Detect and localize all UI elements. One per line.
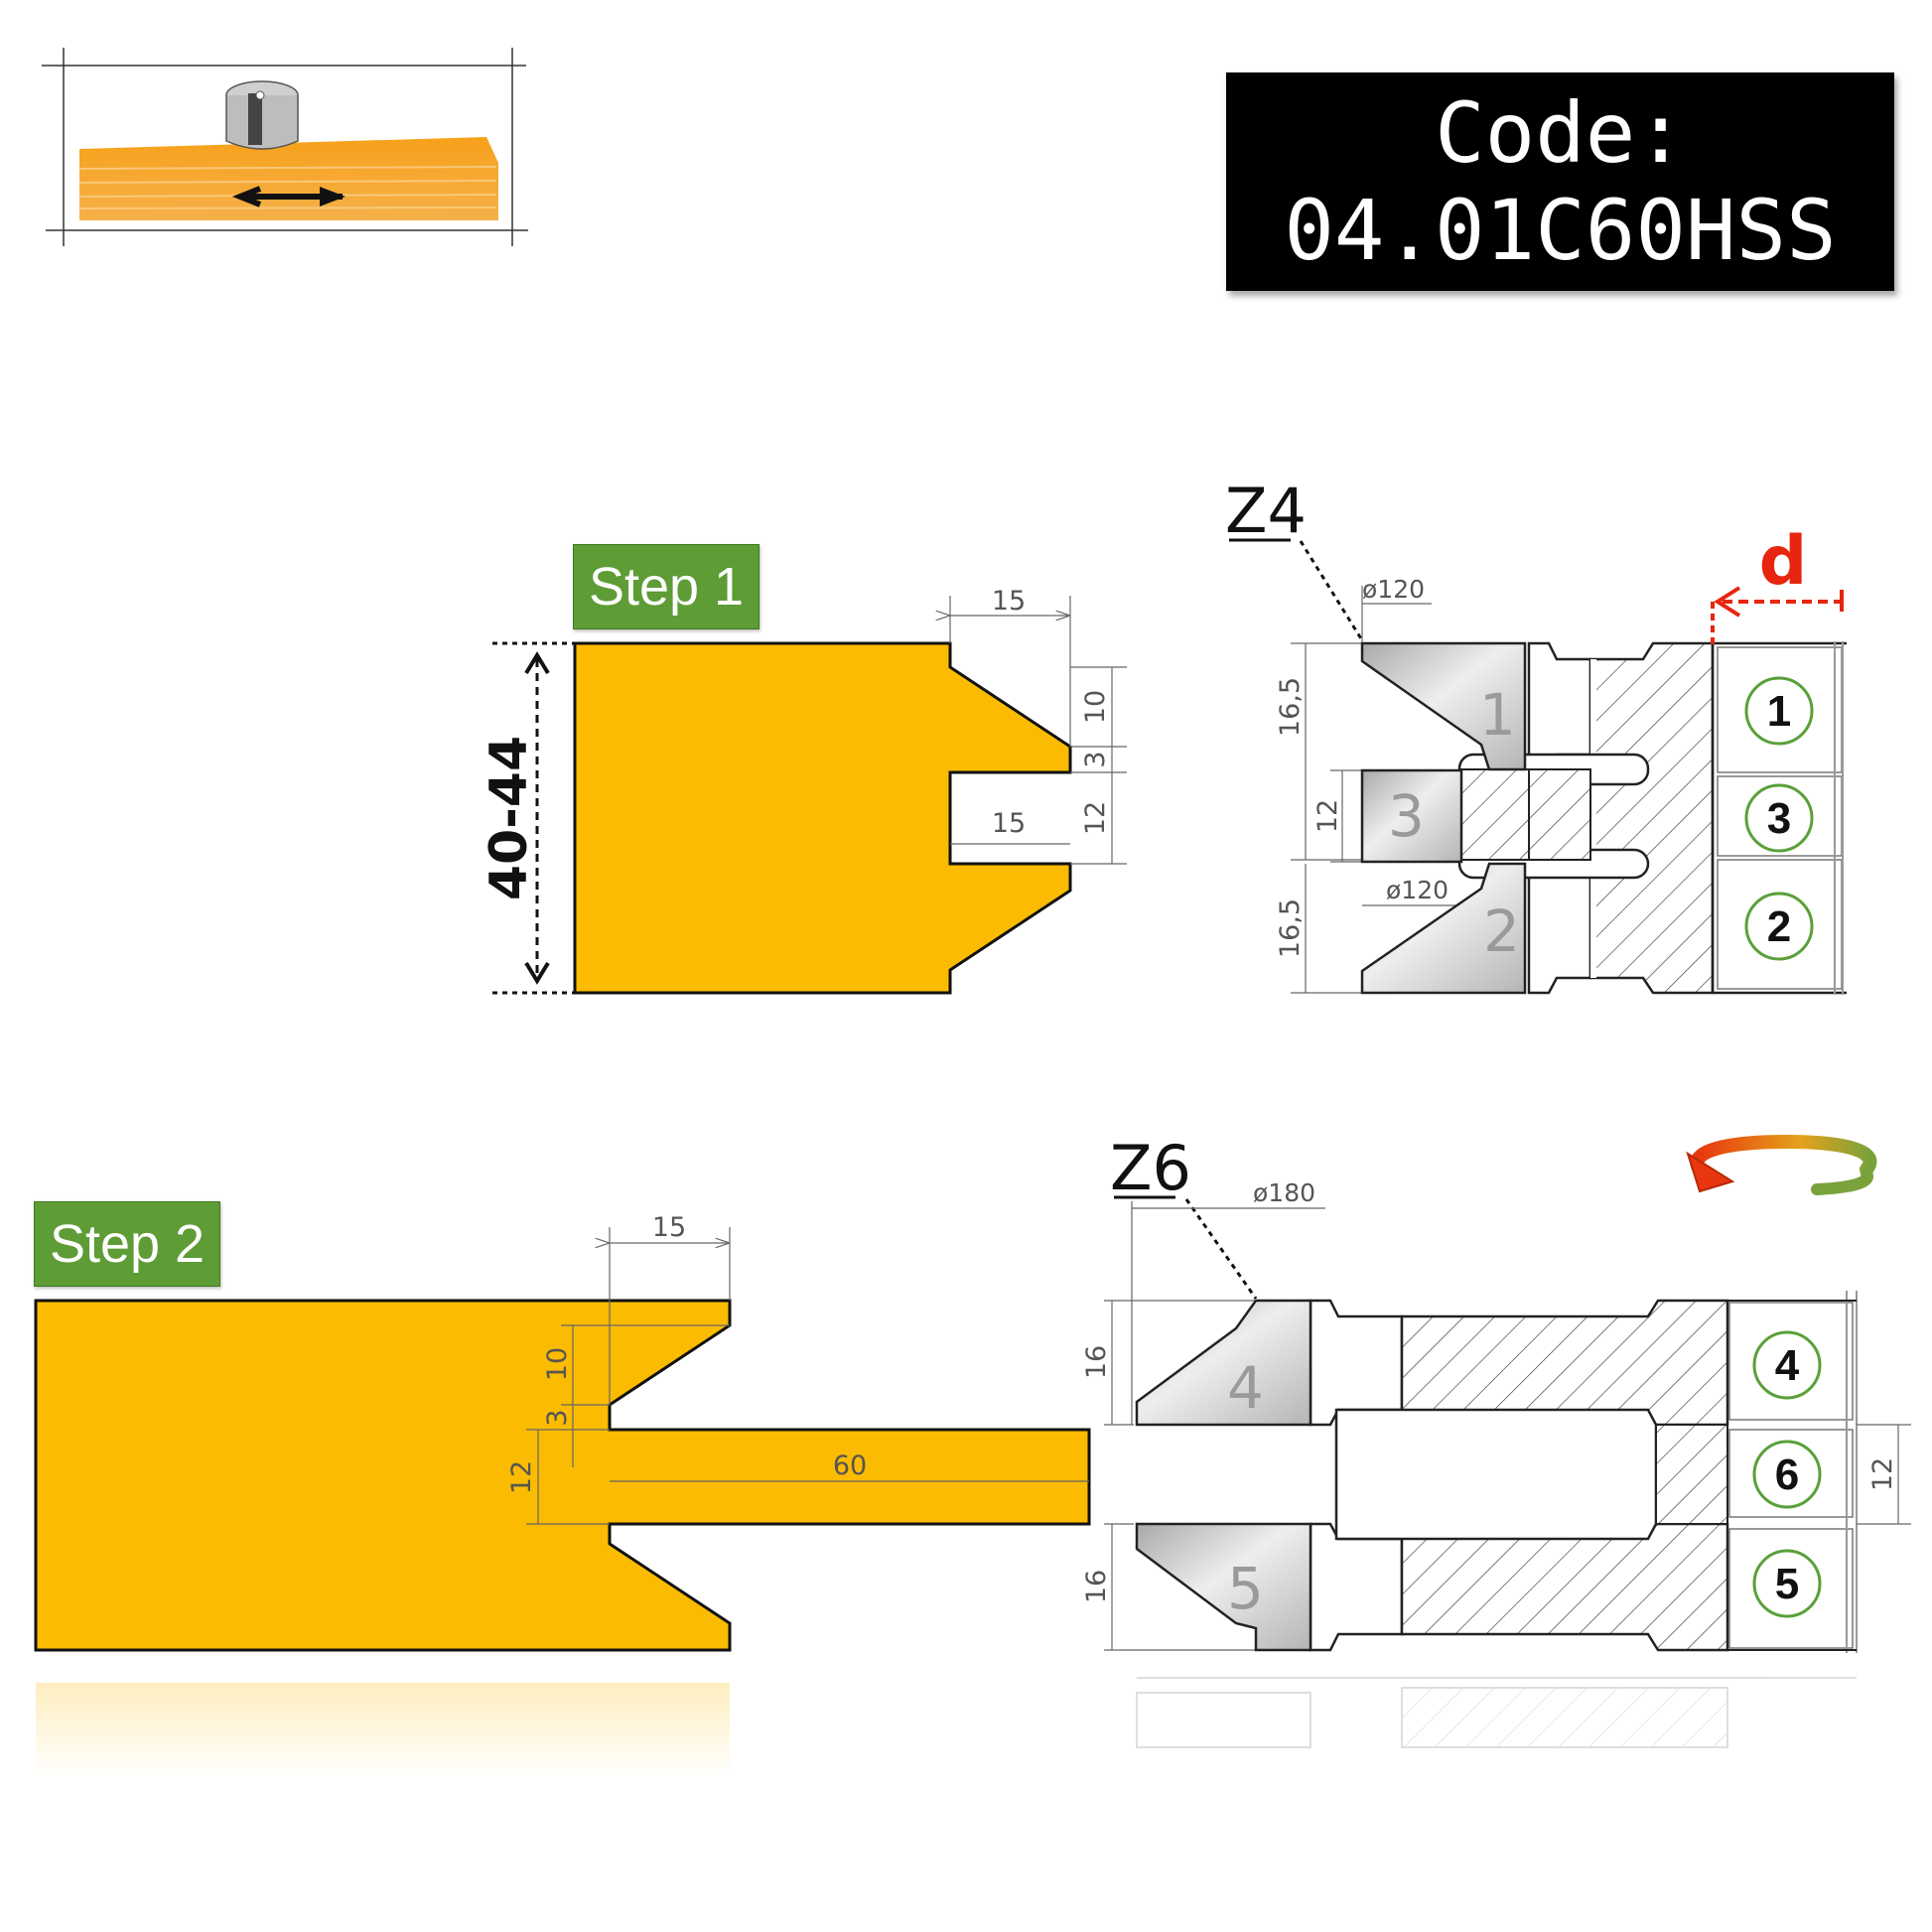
step1-label: Step 1 (573, 544, 759, 629)
z4-height-mid: 12 (1312, 799, 1343, 833)
step2-dim-top: 15 (652, 1212, 686, 1243)
step2-dim-tongue-length: 60 (833, 1450, 867, 1481)
z4-circle-label-2: 2 (1767, 902, 1791, 951)
z4-height-top: 16,5 (1275, 677, 1306, 737)
step1-dim-groove-width: 12 (1080, 801, 1111, 835)
code-label: Code: (1435, 84, 1686, 182)
z4-height-bottom: 16,5 (1275, 898, 1306, 958)
z6-height-top: 16 (1081, 1345, 1112, 1379)
z6-cutter-number-4: 4 (1227, 1354, 1264, 1422)
z6-height-bottom: 16 (1081, 1570, 1112, 1603)
product-code-box: Code: 04.01C60HSS (1226, 72, 1894, 291)
z6-circle-label-4: 4 (1775, 1341, 1800, 1390)
z4-label: Z4 (1225, 475, 1307, 547)
z4-cutter-number-3: 3 (1388, 782, 1425, 850)
z4-diameter-mid: ø120 (1386, 876, 1449, 904)
z6-circle-label-5: 5 (1775, 1560, 1799, 1608)
step1-dim-groove-depth: 15 (992, 808, 1026, 839)
step1-thickness-label: 40-44 (480, 736, 539, 900)
z6-circle-label-6: 6 (1775, 1450, 1799, 1499)
step1-dim-top: 15 (992, 586, 1026, 617)
z6-height-right: 12 (1867, 1457, 1898, 1491)
offset-d-label: d (1759, 522, 1808, 601)
z6-label: Z6 (1110, 1132, 1191, 1204)
cutter-z4-assembly: Z4 ø120 ø120 16,5 12 16,5 (1225, 475, 1847, 995)
z4-diameter-top: ø120 (1362, 575, 1425, 604)
step2-profile: 15 10 3 12 60 (34, 1212, 1091, 1777)
cutter-z6-assembly: Z6 ø180 16 16 4 5 (1081, 1132, 1911, 1748)
z4-circle-label-3: 3 (1767, 794, 1791, 843)
z4-cutter-number-1: 1 (1479, 681, 1516, 749)
z6-diameter: ø180 (1253, 1178, 1315, 1207)
step1-dim-bevel: 10 (1080, 690, 1111, 724)
z4-circle-label-1: 1 (1767, 687, 1791, 736)
code-value: 04.01C60HSS (1284, 182, 1837, 279)
step2-label: Step 2 (34, 1201, 220, 1287)
step2-dim-lip: 3 (542, 1409, 573, 1426)
milling-workpiece-icon (42, 48, 528, 246)
step1-dim-lip: 3 (1080, 751, 1111, 767)
step2-dim-tongue-width: 12 (506, 1460, 537, 1494)
step2-dim-bevel: 10 (542, 1347, 573, 1381)
z6-cutter-number-5: 5 (1227, 1555, 1264, 1622)
rotation-arrow-icon (1686, 1134, 1877, 1195)
step1-profile: 40-44 15 10 3 15 12 (480, 586, 1127, 995)
z4-cutter-number-2: 2 (1483, 897, 1520, 965)
